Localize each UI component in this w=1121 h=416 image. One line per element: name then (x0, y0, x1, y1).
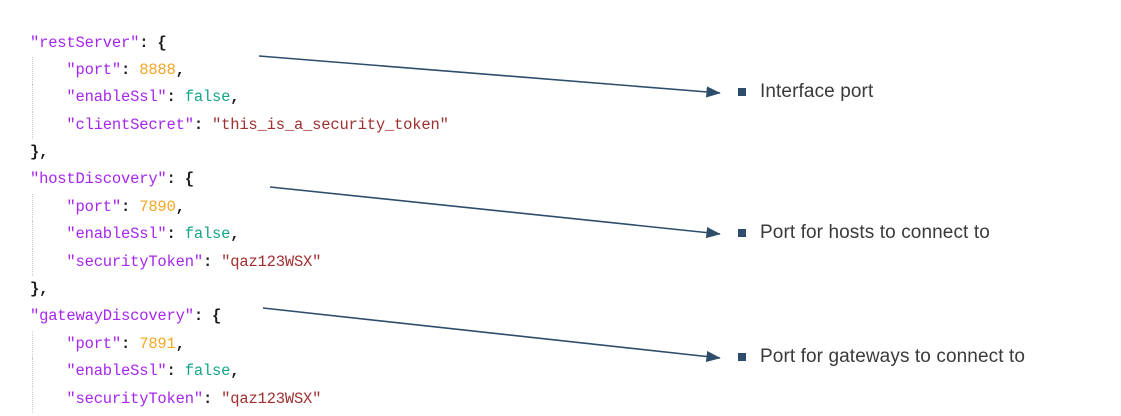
code-token-brace: { (212, 307, 222, 326)
code-token-key: "port" (66, 334, 122, 353)
code-token-key: "enableSsl" (66, 225, 167, 244)
code-token-punct: , (39, 280, 49, 299)
code-token-key: "securityToken" (66, 389, 203, 408)
indent-guide (32, 221, 34, 249)
code-token-brace: { (184, 170, 194, 189)
code-indent (30, 253, 66, 271)
code-line: "port": 7891, (30, 330, 650, 359)
indent-guide (32, 193, 34, 222)
code-token-punct: , (230, 362, 240, 381)
code-token-punct: : (193, 115, 213, 134)
indent-guide (32, 385, 34, 413)
bullet-square-icon (738, 88, 746, 96)
annotation-item: Port for hosts to connect to (738, 222, 990, 244)
code-token-punct: : (166, 225, 185, 244)
code-indent (30, 225, 66, 243)
code-line: }, (30, 276, 650, 303)
code-token-key: "hostDiscovery" (30, 170, 167, 189)
bullet-square-icon (738, 353, 746, 361)
code-indent (30, 335, 66, 353)
annotation-item: Interface port (738, 81, 873, 103)
code-token-key: "port" (66, 60, 122, 79)
indent-guide (32, 358, 34, 386)
code-line: "gatewayDiscovery": { (30, 303, 650, 330)
code-token-str: "qaz123WSX" (221, 389, 322, 408)
code-token-punct: , (175, 334, 185, 353)
annotation-label: Port for gateways to connect to (760, 346, 1026, 367)
code-token-punct: : (193, 307, 213, 326)
code-token-bool: false (184, 88, 231, 107)
code-line: "hostDiscovery": { (30, 166, 650, 193)
code-indent (30, 362, 66, 380)
code-token-punct: : (202, 252, 222, 271)
code-token-key: "enableSsl" (66, 88, 167, 107)
code-line: "securityToken": "qaz123WSX" (30, 385, 650, 413)
code-token-punct: : (121, 334, 140, 353)
code-indent (30, 198, 66, 216)
json-config-code-block: "restServer": { "port": 8888, "enableSsl… (30, 30, 650, 416)
code-token-punct: : (202, 389, 222, 408)
code-token-punct: : (139, 33, 158, 52)
code-token-num: 7891 (139, 334, 176, 353)
code-line: "enableSsl": false, (30, 84, 650, 112)
code-token-punct: , (230, 88, 240, 107)
code-line: "enableSsl": false, (30, 221, 650, 249)
code-token-num: 8888 (139, 60, 176, 79)
code-indent (30, 116, 66, 134)
code-token-key: "enableSsl" (66, 362, 167, 381)
indent-guide (32, 56, 34, 85)
annotation-item: Port for gateways to connect to (738, 346, 1025, 368)
code-token-punct: : (166, 170, 185, 189)
code-line: "clientSecret": "this_is_a_security_toke… (30, 111, 650, 140)
code-token-key: "gatewayDiscovery" (30, 307, 194, 326)
code-line: "port": 7890, (30, 193, 650, 222)
indent-guide (32, 330, 34, 359)
code-line: "restServer": { (30, 30, 650, 57)
code-token-str: "qaz123WSX" (221, 252, 322, 271)
code-token-punct: : (166, 362, 185, 381)
code-token-key: "restServer" (30, 33, 140, 52)
code-token-key: "clientSecret" (66, 115, 194, 134)
code-line: "securityToken": "qaz123WSX" (30, 248, 650, 277)
code-token-str: "this_is_a_security_token" (212, 115, 449, 134)
code-token-bool: false (184, 362, 231, 381)
code-indent (30, 88, 66, 106)
code-token-punct: : (121, 60, 140, 79)
indent-guide (32, 111, 34, 140)
annotation-label: Port for hosts to connect to (760, 222, 990, 243)
code-token-punct: , (230, 225, 240, 244)
code-token-bool: false (184, 225, 231, 244)
code-line: "port": 8888, (30, 56, 650, 85)
code-token-punct: : (121, 197, 140, 216)
code-token-brace: } (30, 143, 40, 162)
code-token-num: 7890 (139, 197, 176, 216)
code-token-key: "securityToken" (66, 252, 203, 271)
annotation-label: Interface port (760, 81, 874, 102)
code-indent (30, 61, 66, 79)
code-line: }, (30, 139, 650, 166)
indent-guide (32, 248, 34, 277)
code-indent (30, 390, 66, 408)
code-token-punct: , (175, 60, 185, 79)
code-token-brace: } (30, 280, 40, 299)
indent-guide (32, 84, 34, 112)
code-token-punct: , (39, 143, 49, 162)
code-token-key: "port" (66, 197, 122, 216)
code-token-punct: , (175, 197, 185, 216)
bullet-square-icon (738, 229, 746, 237)
code-token-punct: : (166, 88, 185, 107)
code-token-brace: { (157, 33, 167, 52)
code-line: "enableSsl": false, (30, 358, 650, 386)
